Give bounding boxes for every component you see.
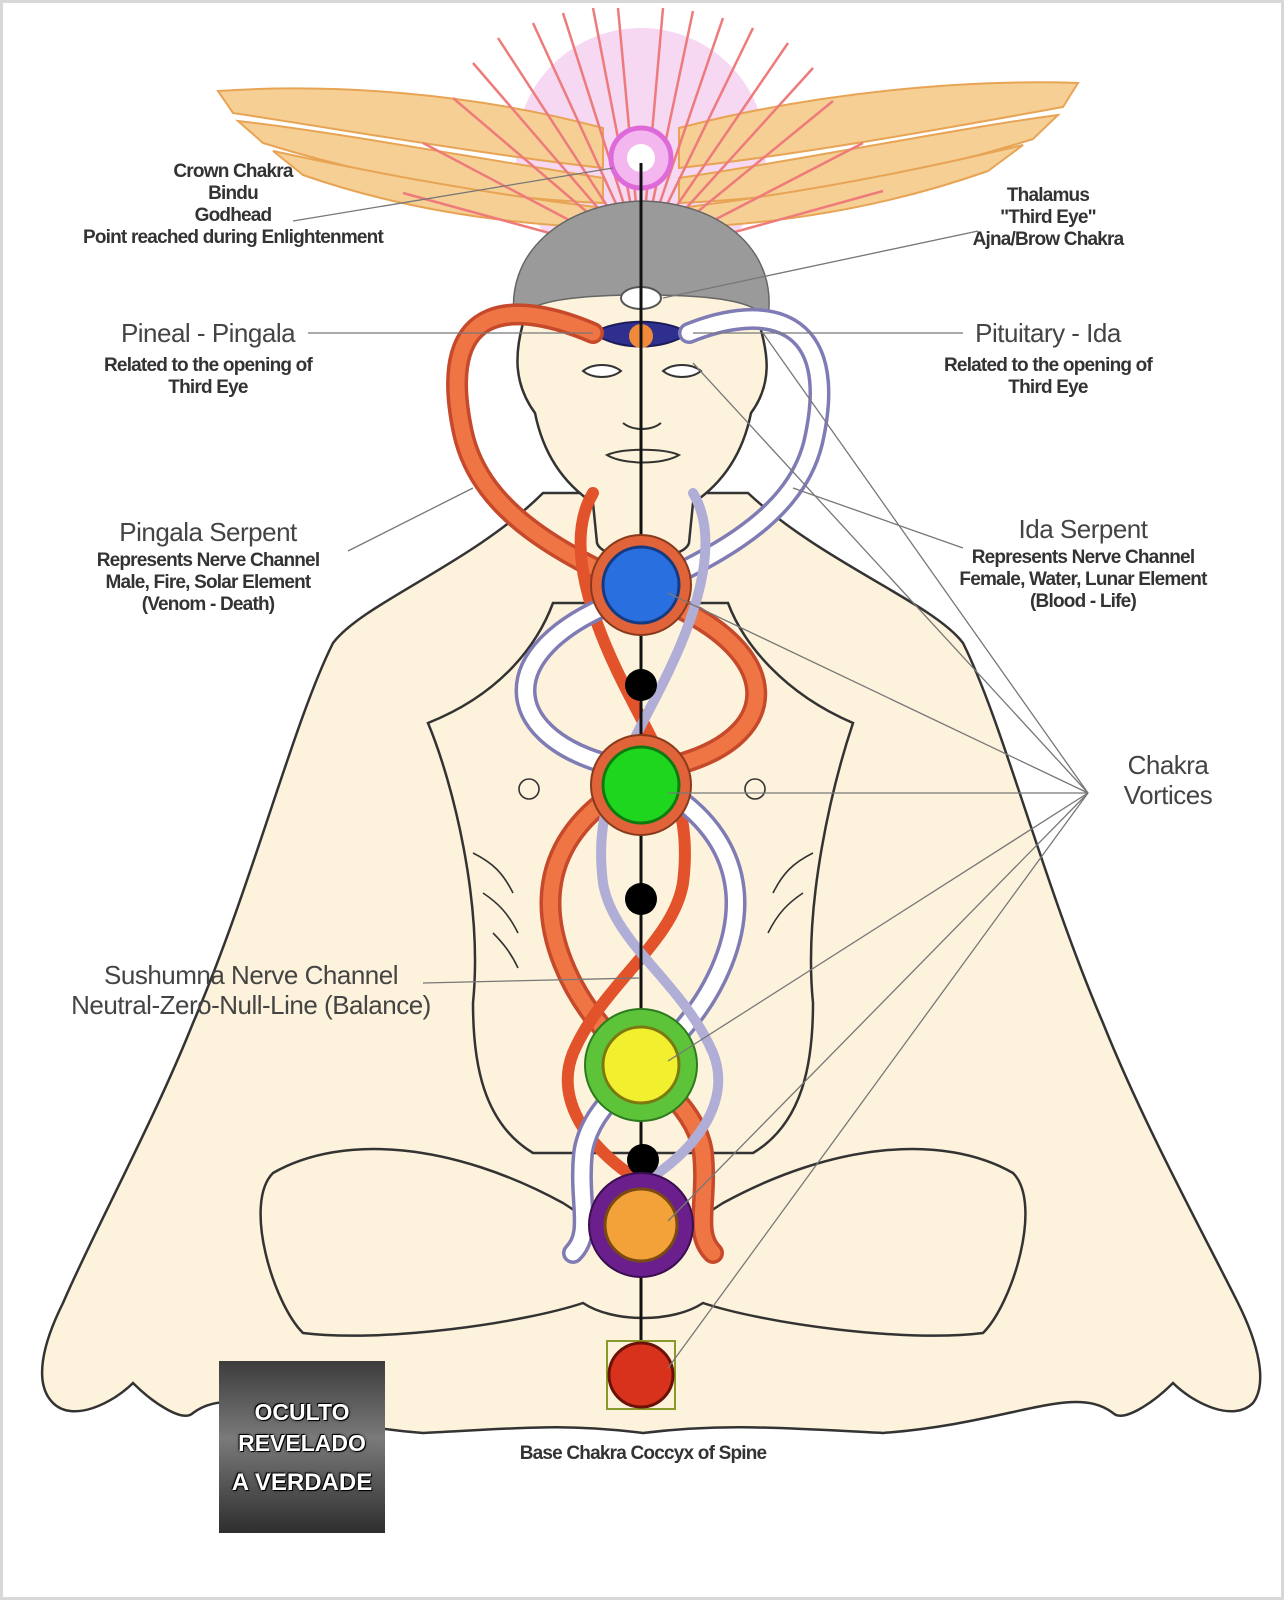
pingala-line-2: Male, Fire, Solar Element — [105, 571, 312, 593]
thalamus-line-2: "Third Eye" — [1000, 206, 1097, 228]
pingala-line-3: (Venom - Death) — [141, 593, 275, 615]
solar-plexus-chakra — [584, 1008, 698, 1122]
pituitary-ida-label: Pituitary - Ida Related to the opening o… — [903, 318, 1193, 399]
vortices-line-2: Vortices — [1123, 779, 1213, 810]
ida-line-3: (Blood - Life) — [1030, 590, 1137, 612]
base-chakra — [606, 1340, 676, 1410]
heart-chakra — [590, 734, 692, 836]
oculto-revelado-logo: OCULTO REVELADO A VERDADE — [219, 1361, 385, 1533]
thalamus-line-3: Ajna/Brow Chakra — [972, 228, 1125, 250]
pineal-pingala-label: Pineal - Pingala Related to the opening … — [63, 318, 353, 399]
logo-line-1: OCULTO — [254, 1398, 350, 1425]
crown-chakra-label: Crown Chakra Bindu Godhead Point reached… — [33, 161, 433, 248]
minor-point-1 — [625, 669, 657, 701]
ida-serpent-label: Ida Serpent Represents Nerve Channel Fem… — [923, 514, 1243, 612]
sacral-chakra — [588, 1172, 694, 1278]
pituitary-title: Pituitary - Ida — [975, 318, 1121, 348]
face — [581, 364, 703, 464]
pituitary-line-2: Third Eye — [1008, 376, 1088, 398]
chakra-vortices-label: Chakra Vortices — [1098, 750, 1238, 811]
base-chakra-label: Base Chakra Coccyx of Spine — [473, 1443, 813, 1465]
logo-line-3: A VERDADE — [231, 1469, 373, 1497]
minor-point-3 — [627, 1144, 659, 1176]
sushumna-line-2: Neutral-Zero-Null-Line (Balance) — [71, 989, 431, 1020]
pituitary-line-1: Related to the opening of — [944, 354, 1153, 376]
base-line: Base Chakra Coccyx of Spine — [519, 1443, 767, 1464]
pineal-title: Pineal - Pingala — [120, 318, 296, 348]
sushumna-label: Sushumna Nerve Channel Neutral-Zero-Null… — [41, 960, 461, 1021]
torso-details — [472, 778, 814, 969]
minor-point-2 — [625, 883, 657, 915]
vortices-line-1: Chakra — [1127, 750, 1209, 780]
sushumna-line-1: Sushumna Nerve Channel — [104, 960, 398, 990]
meditating-figure-illustration — [40, 7, 1262, 1435]
crown-line-2: Bindu — [208, 182, 259, 204]
left-wing — [216, 87, 604, 230]
pingala-serpent-title: Pingala Serpent — [119, 517, 297, 547]
pineal-line-2: Third Eye — [168, 376, 248, 398]
ida-line-1: Represents Nerve Channel — [971, 546, 1195, 568]
thalamus-line-1: Thalamus — [1006, 185, 1090, 206]
ida-line-2: Female, Water, Lunar Element — [959, 568, 1207, 590]
pingala-serpent-label: Pingala Serpent Represents Nerve Channel… — [58, 517, 358, 615]
pineal-line-1: Related to the opening of — [104, 354, 313, 376]
crown-line-4: Point reached during Enlightenment — [82, 226, 384, 248]
throat-chakra — [590, 534, 692, 636]
ida-serpent-title: Ida Serpent — [1018, 514, 1148, 544]
thalamus-label: Thalamus "Third Eye" Ajna/Brow Chakra — [908, 185, 1188, 251]
crown-chakra-core — [627, 144, 655, 172]
pingala-line-1: Represents Nerve Channel — [96, 549, 320, 571]
leader-lines — [292, 167, 1089, 1369]
logo-line-2: REVELADO — [238, 1430, 366, 1456]
crown-line-3: Godhead — [194, 204, 273, 226]
crown-line-1: Crown Chakra — [173, 161, 293, 182]
